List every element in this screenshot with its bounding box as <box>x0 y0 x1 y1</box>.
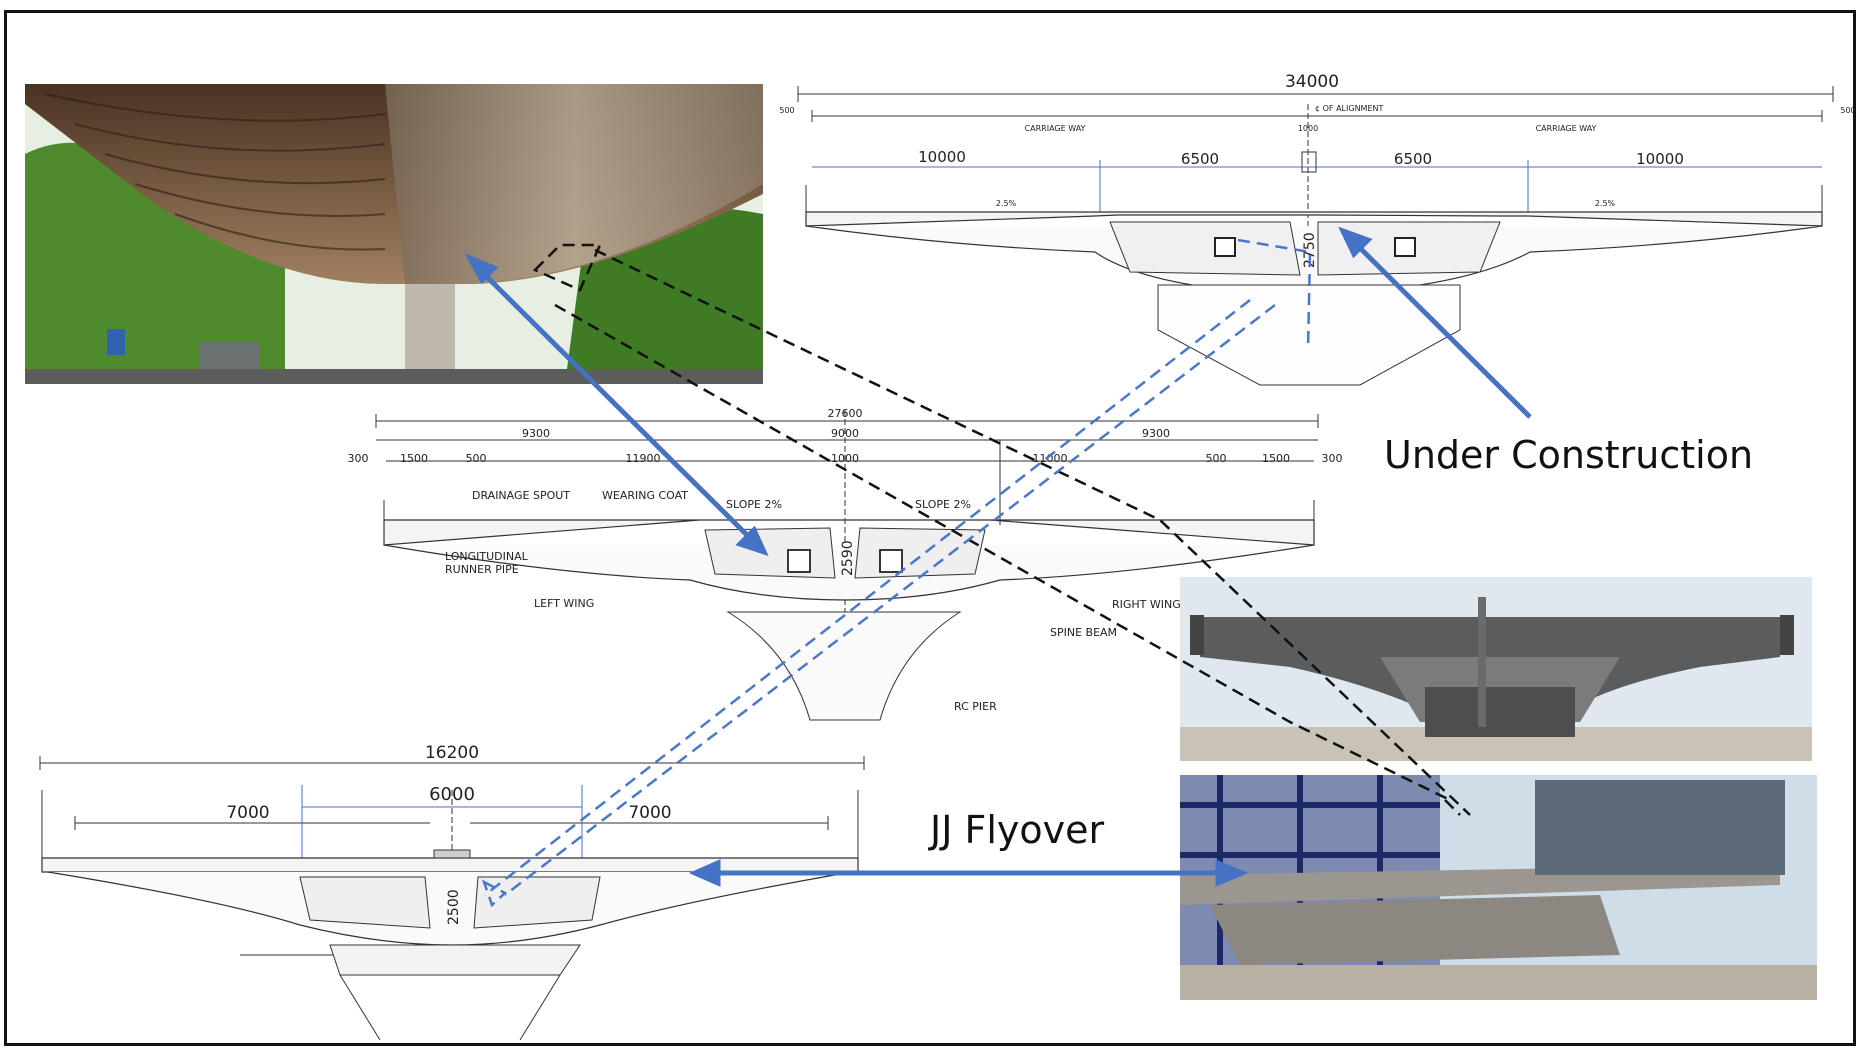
mid-slope-left: SLOPE 2% <box>726 498 782 511</box>
top-carriage-left: CARRIAGE WAY <box>1025 124 1086 133</box>
top-lane-inner-left: 6500 <box>1181 150 1219 168</box>
mid-slope-right: SLOPE 2% <box>915 498 971 511</box>
mid-median: 1000 <box>831 452 859 465</box>
mid-center: 9000 <box>831 427 859 440</box>
jj-flyover-photo <box>1180 775 1817 1000</box>
top-lane-outer-right: 10000 <box>1636 150 1684 168</box>
under-construction-callout: Under Construction <box>1384 433 1754 477</box>
top-edge-left: 500 <box>779 106 794 115</box>
mid-runner-pipe-1: LONGITUDINAL <box>445 550 529 563</box>
mid-wearing-coat: WEARING COAT <box>602 489 688 502</box>
under-construction-photo <box>1180 577 1812 761</box>
mid-gap-left: 500 <box>466 452 487 465</box>
black-dashed-connectors <box>532 243 1471 816</box>
mid-gap-right: 500 <box>1206 452 1227 465</box>
bottom-depth-dim: 2500 <box>446 889 462 925</box>
top-slope-right: 2.5% <box>1595 199 1616 208</box>
top-depth-dim: 2750 <box>1302 232 1318 268</box>
bottom-left-dim: 7000 <box>226 803 269 823</box>
jj-flyover-callout: JJ Flyover <box>930 808 1105 852</box>
mid-edge-left: 300 <box>348 452 369 465</box>
top-median-dim: 1000 <box>1298 124 1318 133</box>
mid-half-left: 9300 <box>522 427 550 440</box>
top-total-dim: 34000 <box>1285 72 1339 92</box>
mid-kerb-right: 1500 <box>1262 452 1290 465</box>
bottom-center-dim: 6000 <box>429 784 475 805</box>
top-lane-inner-right: 6500 <box>1394 150 1432 168</box>
mid-wing-left: 11900 <box>626 452 661 465</box>
blue-arrows <box>464 226 1532 887</box>
mid-left-wing: LEFT WING <box>534 597 594 610</box>
middle-cross-section: 27600 9300 9000 9300 300 1500 500 11900 … <box>348 407 1343 721</box>
mid-runner-pipe-2: RUNNER PIPE <box>445 563 519 576</box>
top-slope-left: 2.5% <box>996 199 1017 208</box>
mid-half-right: 9300 <box>1142 427 1170 440</box>
top-edge-right: 500 <box>1840 106 1855 115</box>
bottom-cross-section: 16200 6000 7000 7000 2500 <box>39 743 865 1041</box>
mid-kerb-left: 1500 <box>400 452 428 465</box>
mid-spine-beam: SPINE BEAM <box>1050 626 1117 639</box>
top-cross-section: 34000 500 500 ¢ OF ALIGNMENT CARRIAGE WA… <box>779 72 1856 386</box>
figure-frame <box>4 10 1856 1046</box>
flyover-underside-photo <box>25 84 763 384</box>
top-alignment-label: ¢ OF ALIGNMENT <box>1315 104 1383 113</box>
mid-rc-pier: RC PIER <box>954 700 997 713</box>
mid-depth-dim: 2590 <box>840 540 856 576</box>
top-lane-outer-left: 10000 <box>918 148 966 166</box>
mid-wing-right: 11000 <box>1033 452 1068 465</box>
mid-total-dim: 27600 <box>828 407 863 420</box>
mid-drainage-spout: DRAINAGE SPOUT <box>472 489 570 502</box>
mid-edge-right: 300 <box>1322 452 1343 465</box>
bottom-right-dim: 7000 <box>628 803 671 823</box>
mid-right-wing: RIGHT WING <box>1112 598 1181 611</box>
blue-dashed-connectors <box>481 238 1312 908</box>
top-carriage-right: CARRIAGE WAY <box>1536 124 1597 133</box>
bottom-total-dim: 16200 <box>425 743 479 763</box>
